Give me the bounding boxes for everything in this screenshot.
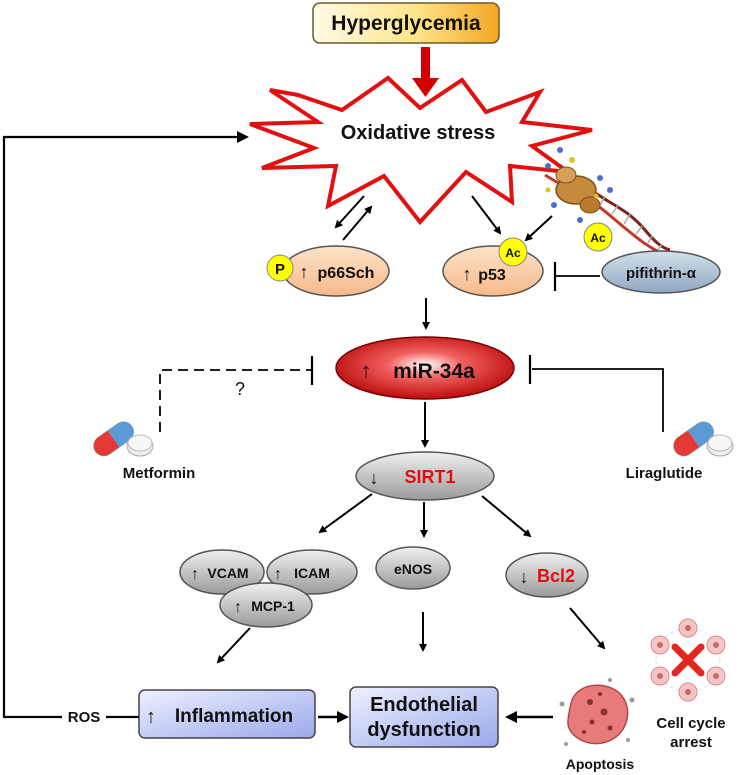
p66sch-to-stress-arrow [342,205,373,241]
mcp1-node: ↑ MCP-1 [219,582,313,628]
sirt1-down-arrow: ↓ [370,468,379,488]
oxidative-stress-node: Oxidative stress [249,75,593,226]
endothelial-line1: Endothelial [370,694,478,716]
stress-to-p66sch-arrow [334,195,365,229]
cross-icon [671,643,705,677]
metformin-pill-icon [93,421,154,457]
pifithrin-label: pifithrin-α [626,265,697,282]
inflammation-up-arrow: ↑ [146,706,156,728]
bcl2-node: ↓ Bcl2 [505,552,589,598]
stress-to-p53-arrow [471,195,502,235]
apoptosis-label: Apoptosis [566,756,635,772]
mcp1-label: MCP-1 [251,598,295,614]
vcam-up-arrow: ↑ [191,566,199,583]
unknown-mechanism-mark: ? [235,379,245,399]
inflammation-label: Inflammation [175,706,293,727]
enos-node: eNOS [375,546,451,590]
sirt1-node: ↓ SIRT1 [355,451,495,501]
ros-feedback-arrow [2,131,249,719]
cell-cycle-line2: arrest [670,734,712,751]
ros-label: ROS [68,709,101,726]
adhesion-to-inflammation-arrow [216,627,251,664]
p66sch-node: P ↑ p66Sch [266,245,390,297]
oxidative-stress-label: Oxidative stress [341,122,496,144]
mcp1-up-arrow: ↑ [234,599,242,616]
icam-label: ICAM [294,565,330,581]
liraglutide-inhibition [528,355,664,432]
phospho-mark: P [275,261,285,278]
icam-up-arrow: ↑ [274,566,282,583]
icam-node: ↑ ICAM [266,549,358,595]
p53-ac-mark: Ac [505,246,521,260]
hyperglycemia-to-stress-arrow [412,47,439,97]
apoptotic-cell-icon [559,678,635,746]
mir34a-label: miR-34a [393,360,475,383]
liraglutide-label: Liraglutide [626,465,703,482]
enos-label: eNOS [394,561,432,577]
liraglutide-pill-icon [673,421,734,457]
hyperglycemia-node: Hyperglycemia [312,2,500,44]
dna-protein-illustration: Ac [544,147,671,260]
hyperglycemia-label: Hyperglycemia [331,12,481,35]
bcl2-label: Bcl2 [537,566,575,586]
p66sch-up-arrow: ↑ [300,262,309,282]
mir34a-up-arrow: ↑ [361,358,372,383]
bcl2-to-apoptosis-arrow [569,607,606,650]
dna-to-p53-arrow [524,215,553,242]
pifithrin-node: pifithrin-α [601,250,721,294]
cell-cycle-icon [650,618,726,702]
vcam-node: ↑ VCAM [179,549,265,595]
endothelial-line2: dysfunction [367,719,480,741]
metformin-inhibition: ? [159,356,314,432]
metformin-label: Metformin [123,465,196,482]
p53-label: p53 [478,267,506,284]
mir34a-node: ↑ miR-34a [335,336,515,400]
p53-up-arrow: ↑ [463,264,472,284]
sirt1-to-bcl2-arrow [481,495,532,538]
p66sch-label: p66Sch [318,265,375,282]
vcam-label: VCAM [207,565,248,581]
sirt1-to-adhesion-arrow [318,493,373,534]
sirt1-label: SIRT1 [404,467,455,487]
endothelial-dysfunction-node: Endothelial dysfunction [349,686,499,748]
inflammation-node: ↑ Inflammation [138,689,316,739]
cell-cycle-line1: Cell cycle [656,715,725,732]
dna-ac-mark: Ac [590,231,606,245]
bcl2-down-arrow: ↓ [520,567,529,587]
p53-node: Ac ↑ p53 [442,237,544,297]
